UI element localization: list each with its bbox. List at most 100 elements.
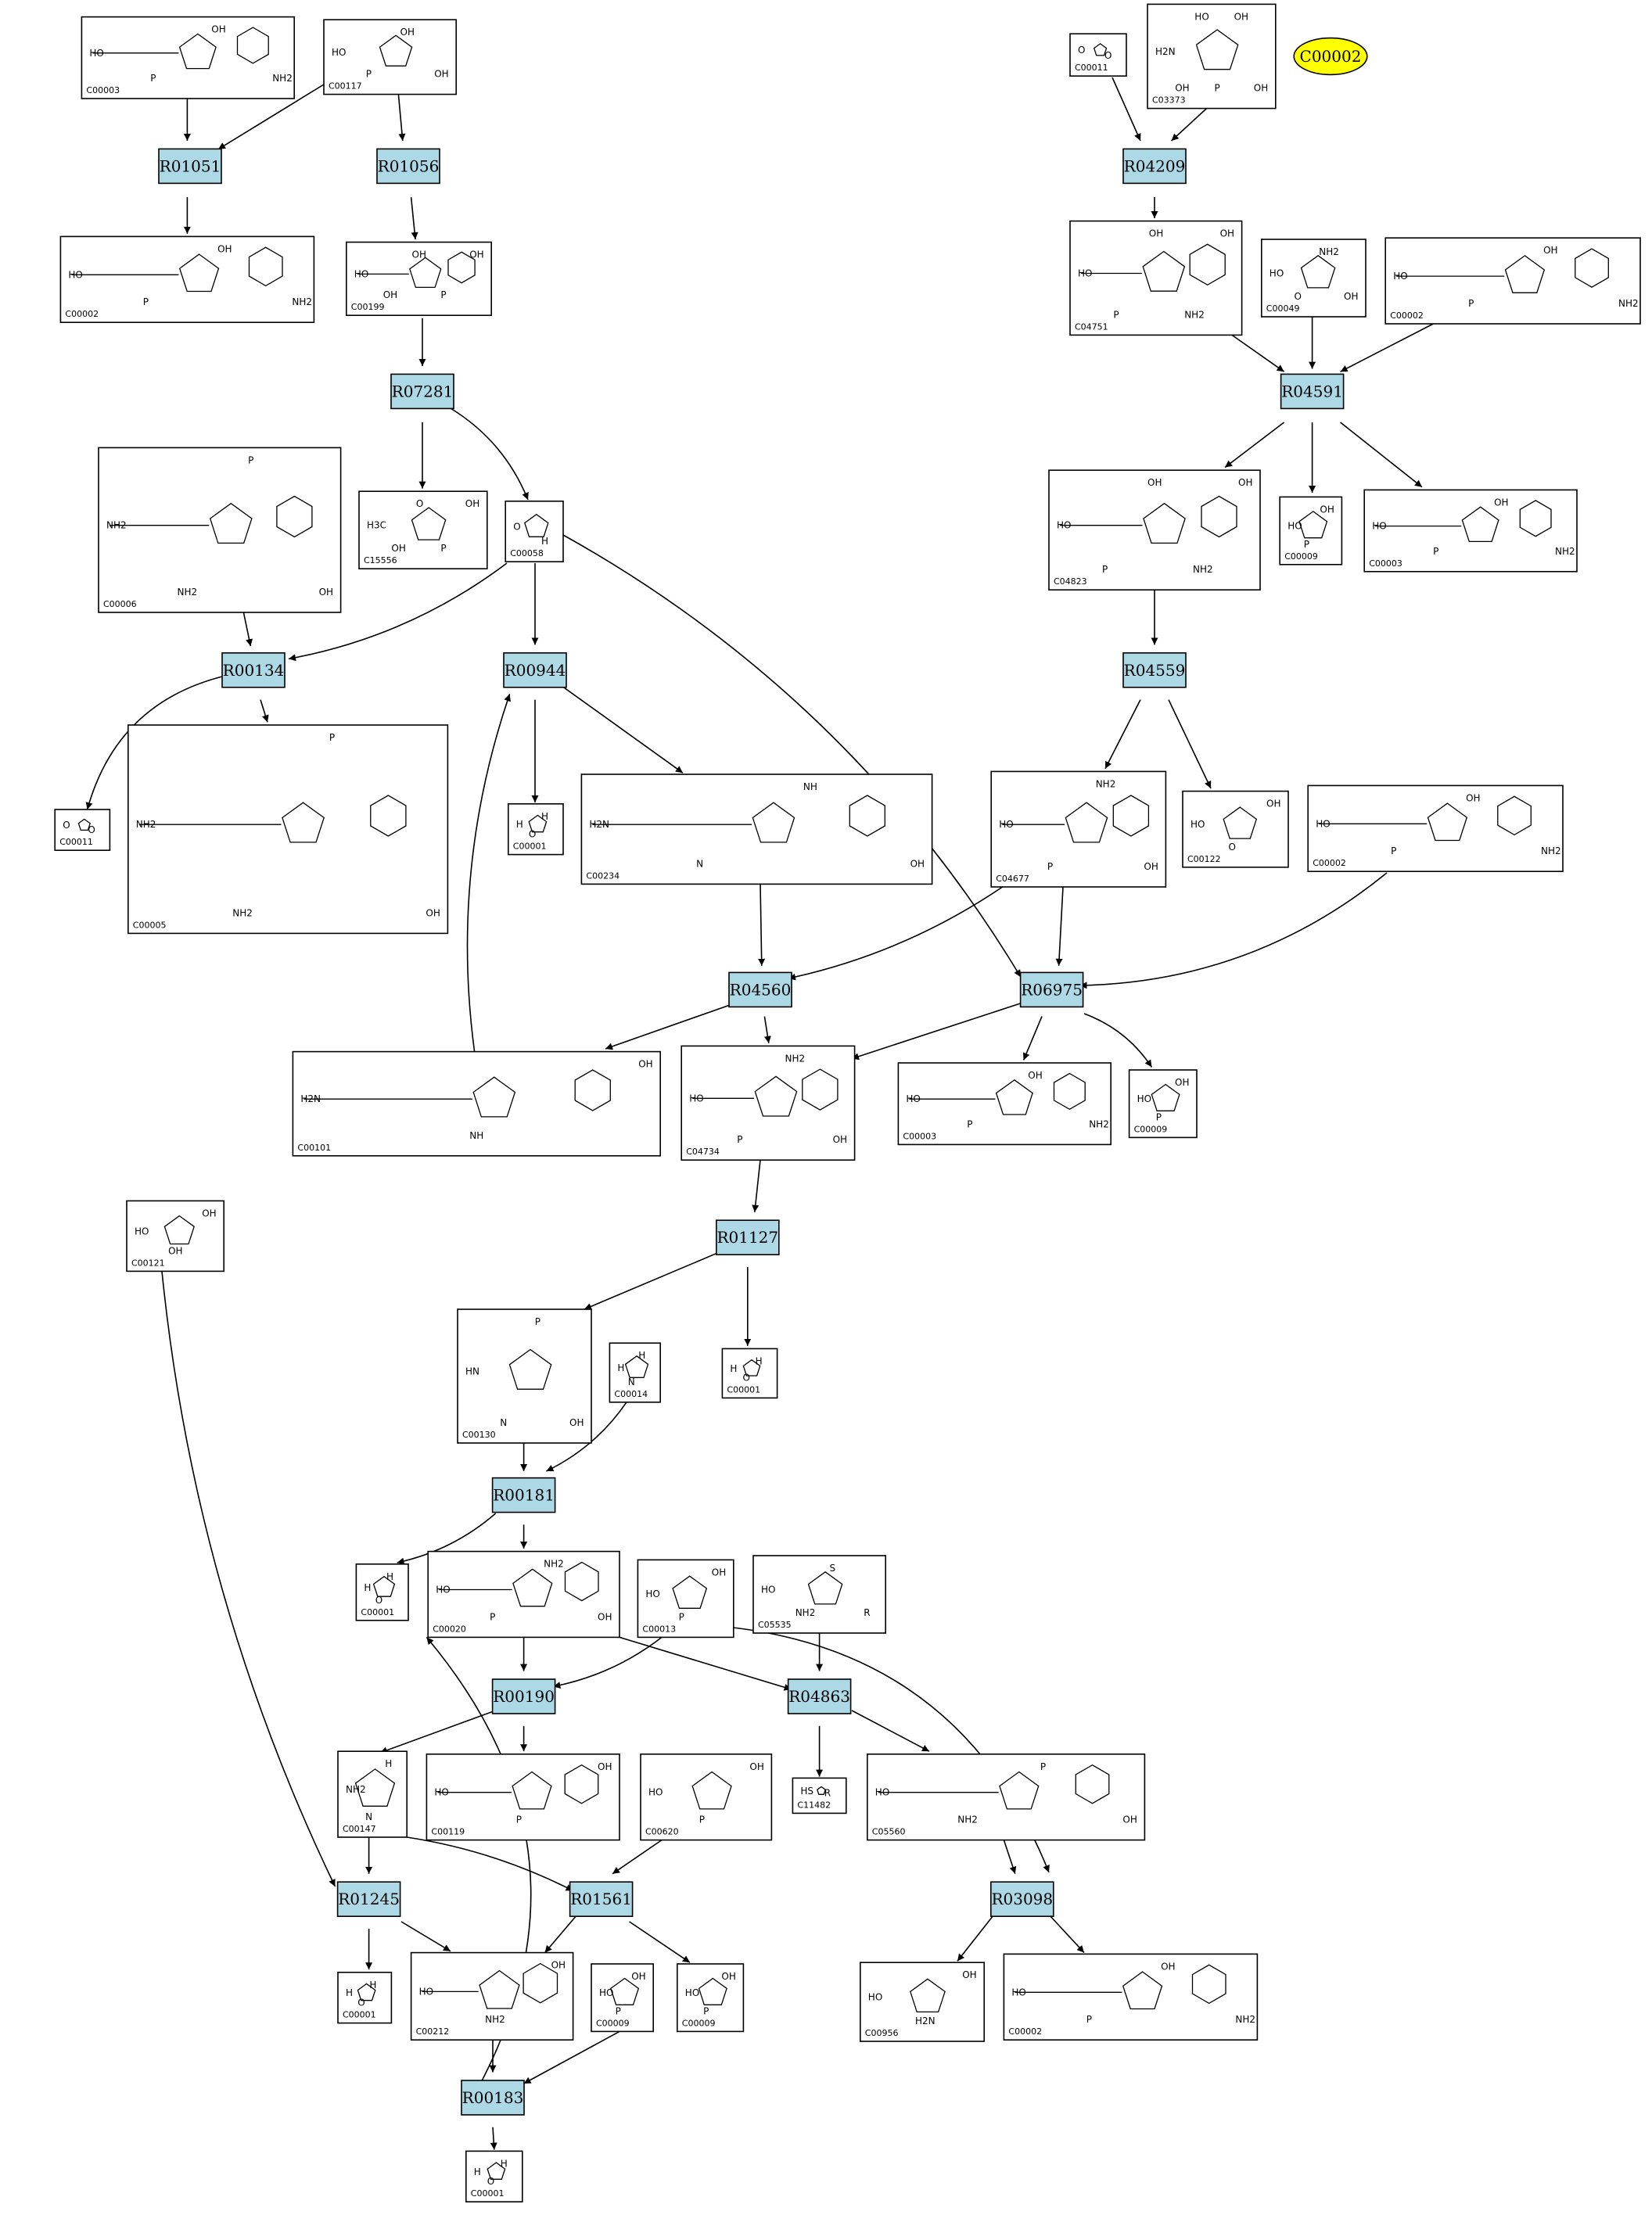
reaction-r04209[interactable]: R04209 bbox=[1122, 148, 1187, 185]
reaction-r01051[interactable]: R01051 bbox=[158, 148, 222, 185]
atom-label: HO bbox=[906, 1093, 920, 1104]
atom-label: P bbox=[1040, 1761, 1046, 1772]
reaction-r00190[interactable]: R00190 bbox=[491, 1678, 556, 1714]
reaction-box bbox=[158, 148, 222, 185]
reaction-box bbox=[569, 1881, 634, 1917]
reaction-r07281[interactable]: R07281 bbox=[390, 373, 454, 410]
atom-label: P bbox=[490, 1611, 495, 1622]
edge-arrow bbox=[1340, 323, 1434, 372]
reaction-box bbox=[491, 1477, 556, 1513]
atom-label: OH bbox=[910, 858, 925, 869]
reaction-r00944[interactable]: R00944 bbox=[503, 652, 567, 688]
atom-label: HO bbox=[1287, 521, 1302, 532]
reaction-r00183[interactable]: R00183 bbox=[461, 2080, 525, 2116]
ring-bond bbox=[1201, 495, 1237, 538]
reaction-r06975[interactable]: R06975 bbox=[1019, 971, 1084, 1008]
atom-label: OH bbox=[412, 249, 426, 260]
reaction-r01056[interactable]: R01056 bbox=[376, 148, 440, 185]
atom-label: P bbox=[737, 1134, 742, 1145]
atom-label: OH bbox=[1147, 477, 1162, 488]
atom-label: OH bbox=[202, 1208, 216, 1219]
reaction-r04559[interactable]: R04559 bbox=[1122, 652, 1187, 688]
ring-bond bbox=[817, 1786, 826, 1795]
ring-bond bbox=[524, 513, 549, 537]
compound-box bbox=[323, 19, 457, 95]
atom-label: O bbox=[487, 2176, 494, 2187]
reaction-r04591[interactable]: R04591 bbox=[1280, 373, 1345, 410]
atom-label: P bbox=[143, 296, 149, 307]
atom-label: H bbox=[346, 1987, 353, 1998]
atom-label: H bbox=[364, 1582, 371, 1593]
atom-label: P bbox=[1086, 2014, 1092, 2025]
reaction-r00181[interactable]: R00181 bbox=[491, 1477, 556, 1513]
reaction-r04863[interactable]: R04863 bbox=[787, 1678, 852, 1714]
atom-label: P bbox=[1156, 1111, 1162, 1122]
highlighted-compound[interactable]: C00002 bbox=[1293, 37, 1368, 76]
edge-arrow bbox=[523, 2030, 620, 2084]
edge-arrow bbox=[288, 562, 508, 662]
reaction-label: R04560 bbox=[730, 980, 792, 999]
reaction-r01127[interactable]: R01127 bbox=[715, 1219, 780, 1255]
edge-arrow bbox=[752, 1160, 761, 1212]
atom-label: OH bbox=[569, 1417, 584, 1428]
ring-bond bbox=[1497, 795, 1532, 836]
atom-label: OH bbox=[1175, 1077, 1189, 1088]
reaction-r03098[interactable]: R03098 bbox=[990, 1881, 1054, 1917]
atom-label: S bbox=[830, 1563, 836, 1574]
reaction-r01561[interactable]: R01561 bbox=[569, 1881, 634, 1917]
reaction-r00134[interactable]: R00134 bbox=[221, 652, 286, 688]
reaction-r01245[interactable]: R01245 bbox=[336, 1881, 401, 1917]
reaction-r04560[interactable]: R04560 bbox=[728, 971, 792, 1008]
atom-label: HS bbox=[800, 1786, 813, 1797]
atom-label: OH bbox=[319, 587, 333, 598]
compound-id-label: C00009 bbox=[1134, 1124, 1168, 1134]
compound-box bbox=[1182, 790, 1289, 868]
